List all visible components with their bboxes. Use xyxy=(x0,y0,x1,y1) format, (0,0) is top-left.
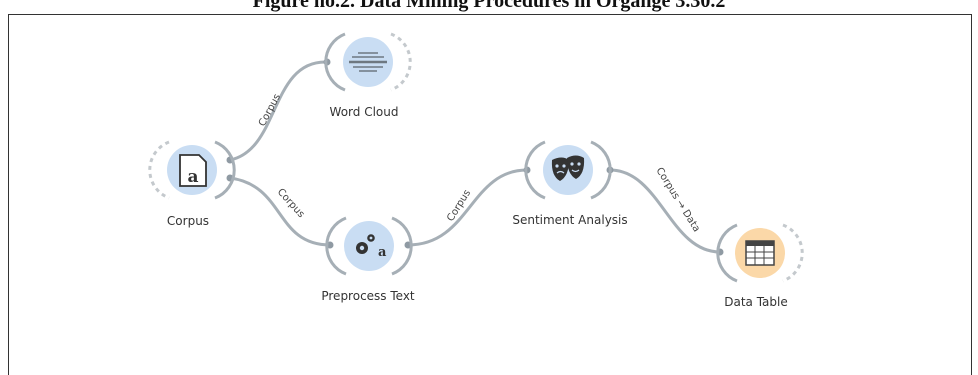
svg-text:a: a xyxy=(378,245,387,260)
gears-a-icon: a xyxy=(356,234,387,260)
link-corpus-preprocess[interactable] xyxy=(228,176,332,247)
document-a-icon: a xyxy=(179,154,207,187)
svg-text:a: a xyxy=(187,167,198,187)
workflow-canvas: Corpus Corpus Corpus Corpus → Data Word … xyxy=(148,32,804,309)
widget-label-data-table: Data Table xyxy=(724,295,788,309)
widget-label-preprocess-text: Preprocess Text xyxy=(321,289,415,303)
table-grid-icon xyxy=(745,240,775,266)
link-label-sentiment-table: Corpus → Data xyxy=(653,166,701,234)
widget-sentiment-analysis[interactable]: Sentiment Analysis xyxy=(512,140,628,227)
widget-label-sentiment-analysis: Sentiment Analysis xyxy=(512,213,627,227)
link-sentiment-table[interactable] xyxy=(608,168,722,254)
figure-caption: Figure no.2. Data Mining Procedures in O… xyxy=(252,0,726,12)
canvas-frame xyxy=(8,14,972,375)
widget-corpus[interactable]: a Corpus xyxy=(148,140,236,228)
widget-word-cloud[interactable]: Word Cloud xyxy=(324,32,412,119)
word-cloud-icon xyxy=(349,52,387,72)
widget-preprocess-text[interactable]: a Preprocess Text xyxy=(321,216,415,303)
widget-label-word-cloud: Word Cloud xyxy=(330,105,399,119)
widget-data-table[interactable]: Data Table xyxy=(716,223,804,309)
widget-label-corpus: Corpus xyxy=(167,214,209,228)
link-preprocess-sentiment[interactable] xyxy=(406,168,529,247)
theater-masks-icon xyxy=(551,155,585,181)
link-corpus-wordcloud[interactable] xyxy=(228,60,329,162)
link-label-corpus-wordcloud: Corpus xyxy=(257,92,283,128)
